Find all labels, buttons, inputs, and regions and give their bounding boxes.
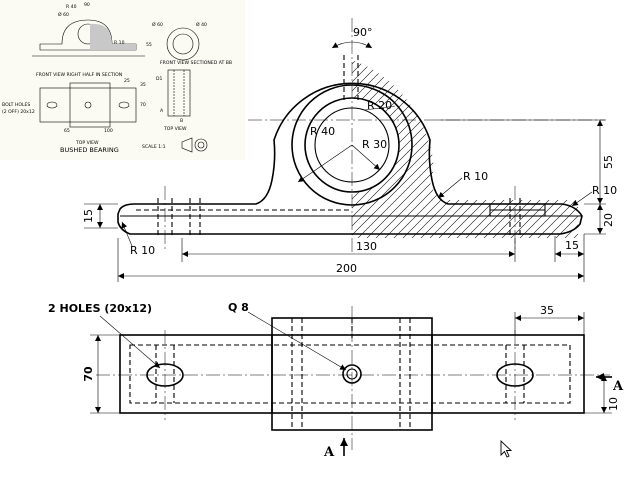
dim-15-right: 15 — [565, 239, 579, 252]
leader-r30 — [351, 144, 381, 171]
hatch-line — [525, 60, 578, 238]
dim-15-left: 15 — [82, 209, 95, 223]
dim-r20: R 20 — [367, 99, 392, 112]
thumb-front-view: R 40 Ø 60 90 R 10 55 FRONT VIEW RIGHT HA… — [32, 2, 152, 78]
thumb-side-view: D1 A B TOP VIEW — [156, 69, 191, 132]
hatch-line — [625, 50, 633, 250]
thumb-top-outline — [39, 87, 137, 123]
section-label-a-bottom: A — [323, 445, 335, 460]
thumb-label-65: 65 — [64, 128, 70, 134]
angle-arc — [331, 41, 373, 49]
thumb-label-r40: R 40 — [66, 4, 77, 10]
dim-r40: R 40 — [310, 125, 335, 138]
dim-r10-left: R 10 — [130, 244, 155, 257]
leader-r40 — [297, 144, 353, 183]
thumb-top-view: BOLT HOLES (2 OFF) 20x12 65 100 25 35 70… — [2, 78, 146, 154]
hatch-line — [352, 60, 421, 238]
thumb-label-70: 70 — [140, 102, 146, 108]
thumb-label-r10: R 10 — [114, 40, 125, 46]
thumb-caption-bushed-bearing: BUSHED BEARING — [60, 146, 119, 154]
projection-symbol-cone — [181, 137, 193, 153]
dim-20: 20 — [602, 213, 615, 227]
hatch-line — [352, 60, 412, 238]
dim-10: 10 — [607, 397, 620, 411]
hatch-line — [516, 60, 578, 238]
thumb-label-d60: Ø 60 — [58, 11, 69, 18]
dim-200: 200 — [336, 262, 357, 275]
hatch-line — [480, 60, 578, 238]
leader-holes — [99, 315, 161, 369]
bolt-slot-section — [489, 203, 546, 217]
thumb-label-90: 90 — [84, 2, 90, 8]
hatch-line — [372, 60, 574, 238]
leader-q8 — [247, 311, 347, 371]
thumb-label-35: 35 — [140, 82, 146, 88]
thumb-inner-circle — [172, 33, 194, 55]
section-arrow-right-head — [596, 373, 604, 381]
thumb-label-d1: D1 — [156, 76, 163, 82]
hatch-line — [390, 60, 578, 238]
leader-r20 — [364, 105, 396, 111]
reference-thumbnail: R 40 Ø 60 90 R 10 55 FRONT VIEW RIGHT HA… — [0, 0, 245, 160]
thumb-label-55: 55 — [146, 42, 152, 48]
thumb-caption-bb: FRONT VIEW SECTIONED AT BB — [160, 60, 232, 66]
hatch-line — [507, 60, 578, 238]
dim-r30: R 30 — [362, 138, 387, 151]
thumb-front-hatch — [90, 23, 136, 50]
dim-130: 130 — [356, 240, 377, 253]
thumb-circle-view: Ø 60 Ø 40 FRONT VIEW SECTIONED AT BB — [152, 21, 232, 66]
dim-70: 70 — [82, 366, 95, 382]
thumb-label-d40: Ø 40 — [196, 21, 207, 28]
thumb-caption-front: FRONT VIEW RIGHT HALF IN SECTION — [36, 72, 122, 78]
thumb-outer-circle — [166, 27, 200, 61]
thumbnail-background — [0, 0, 245, 160]
dim-r10-fillet: R 10 — [463, 170, 488, 183]
hatch-line — [352, 60, 403, 238]
dim-angle-90: 90° — [353, 26, 373, 39]
hatch-line — [561, 60, 578, 238]
label-two-holes: 2 HOLES (20x12) — [48, 302, 152, 315]
thumb-label-a: A — [160, 108, 164, 114]
thumb-side-body — [167, 69, 191, 117]
top-view: 2 HOLES (20x12) Q 8 35 70 10 A A — [48, 301, 624, 460]
dim-r10-end: R 10 — [592, 184, 617, 197]
thumb-label-bolt-holes: BOLT HOLES — [2, 102, 30, 108]
thumb-label-b: B — [180, 118, 183, 124]
hatch-line — [426, 60, 578, 238]
thumb-top-boss — [69, 82, 111, 128]
hatch-line — [498, 60, 578, 238]
hatch-line — [408, 60, 578, 238]
projection-symbol-outer — [194, 138, 208, 152]
section-label-a-right: A — [612, 379, 624, 394]
hatch-line — [534, 60, 578, 238]
section-arrow-bottom-head — [340, 438, 348, 446]
thumb-label-25: 25 — [124, 78, 130, 84]
top-hidden-rect — [129, 344, 571, 404]
mouse-cursor-icon — [500, 439, 513, 458]
thumb-caption-topview: TOP VIEW — [75, 140, 99, 146]
thumb-label-d60b: Ø 60 — [152, 21, 163, 28]
thumb-caption-topview2: TOP VIEW — [163, 126, 187, 132]
hatch-line — [616, 50, 633, 250]
hatch-line — [543, 60, 578, 238]
thumb-label-two-off: (2 OFF) 20x12 — [2, 109, 35, 115]
hatch-line — [489, 60, 578, 238]
leader-r10-fillet — [437, 177, 463, 199]
thumb-label-100: 100 — [104, 128, 113, 134]
leader-r10-left — [121, 221, 133, 247]
label-q8: Q 8 — [228, 301, 249, 314]
projection-symbol-inner — [197, 141, 205, 149]
leader-r10-end — [571, 191, 593, 207]
thumb-label-scale: SCALE 1:1 — [142, 144, 166, 150]
hatch-line — [417, 60, 578, 238]
thumb-scale: SCALE 1:1 — [142, 137, 208, 153]
dim-35: 35 — [540, 304, 554, 317]
dim-55: 55 — [602, 155, 615, 169]
